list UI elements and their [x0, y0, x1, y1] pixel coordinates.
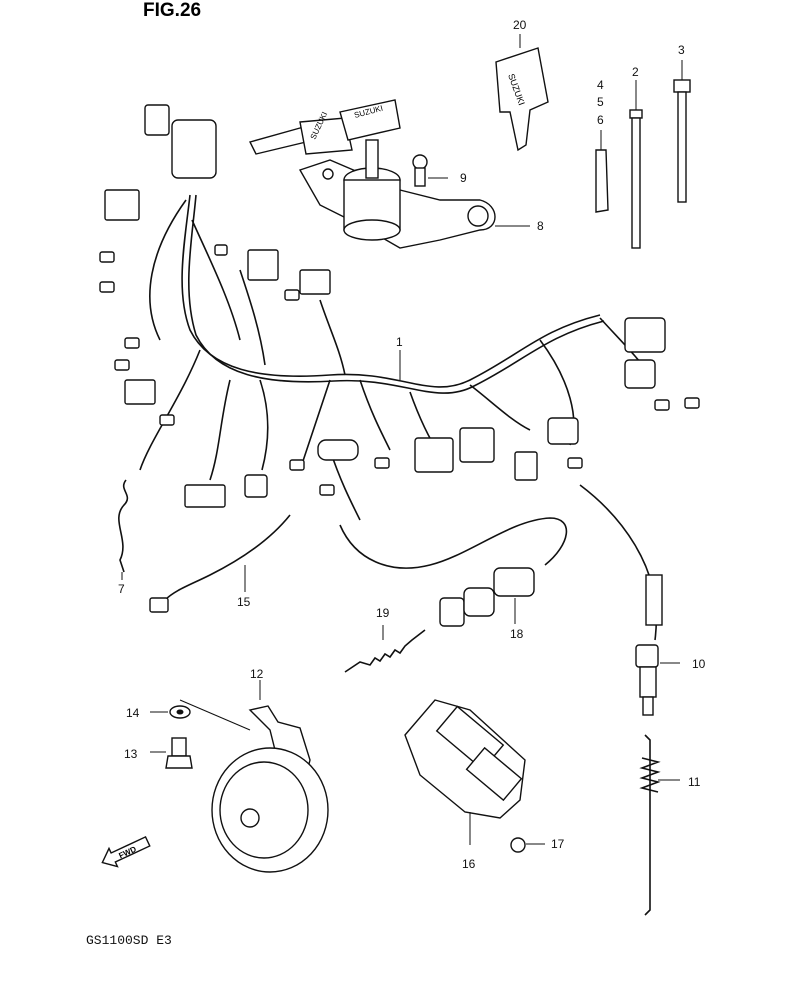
spare-key-20: SUZUKI — [495, 34, 549, 152]
callout-16: 16 — [462, 857, 476, 871]
regulator-16 — [404, 699, 526, 845]
spring-rod-11 — [639, 734, 680, 916]
figure-title: FIG.26 — [143, 0, 201, 21]
callout-12: 12 — [250, 667, 264, 681]
callout-3: 3 — [678, 43, 685, 57]
bolt-13 — [150, 737, 193, 769]
horn-12 — [179, 680, 329, 873]
cable-ties — [595, 60, 691, 249]
callout-13: 13 — [124, 747, 138, 761]
callout-1: 1 — [396, 335, 403, 349]
fwd-arrow-icon: FWD — [101, 835, 151, 868]
ignition-switch: SUZUKI SUZUKI — [248, 99, 496, 249]
callout-17: 17 — [551, 837, 565, 851]
callout-18: 18 — [510, 627, 524, 641]
hook-7 — [118, 479, 129, 580]
callout-15: 15 — [237, 595, 251, 609]
washer-14 — [150, 705, 191, 719]
callout-7: 7 — [118, 582, 125, 596]
screw-9 — [412, 154, 448, 187]
callout-20: 20 — [513, 18, 527, 32]
spring-19 — [344, 625, 426, 673]
callout-14: 14 — [126, 706, 140, 720]
callout-9: 9 — [460, 171, 467, 185]
callout-2: 2 — [632, 65, 639, 79]
nut-17 — [510, 837, 545, 853]
harness-terminals — [99, 244, 700, 496]
rear-brake-switch-18 — [339, 517, 568, 627]
callout-10: 10 — [692, 657, 706, 671]
callout-11: 11 — [688, 775, 701, 789]
harness-connectors — [104, 104, 666, 508]
callout-19: 19 — [376, 606, 390, 620]
lead-wire-15 — [149, 514, 291, 613]
fwd-label: FWD — [117, 844, 138, 860]
callout-5: 5 — [597, 95, 604, 109]
model-code: GS1100SD E3 — [86, 933, 172, 948]
callout-4: 4 — [597, 78, 604, 92]
callout-6: 6 — [597, 113, 604, 127]
callout-8: 8 — [537, 219, 544, 233]
brake-light-switch-10 — [579, 484, 680, 716]
